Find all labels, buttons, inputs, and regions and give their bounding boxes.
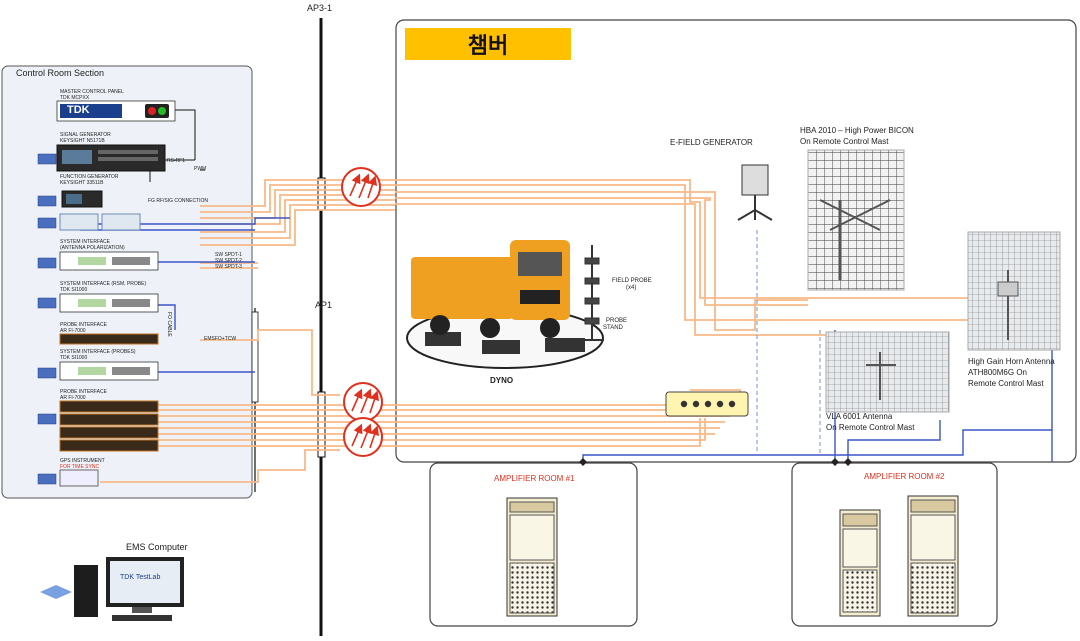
switch-device-2 xyxy=(101,213,141,231)
hba-label-2: On Remote Control Mast xyxy=(800,137,889,146)
emsfo-label: EMSFO+TCW xyxy=(204,336,237,342)
amp-room-1-label: AMPLIFIER ROOM #1 xyxy=(494,474,575,483)
orange-cables-lower xyxy=(100,329,741,483)
pwm-label: PWM xyxy=(194,166,207,172)
probe-interface-2-device xyxy=(59,400,159,452)
signal-gen-label-2: KEYSIGHT N5171B xyxy=(60,138,105,144)
probe-if-1-label-1: PROBE INTERFACE xyxy=(60,322,107,328)
sys-if-rsm-label-1: SYSTEM INTERFACE (RSM, PROBE) xyxy=(60,281,147,287)
horn-antenna xyxy=(997,270,1019,340)
switch-device-1 xyxy=(59,213,99,231)
rf-coupler-icon-2 xyxy=(343,382,383,422)
function-generator-device xyxy=(61,190,103,208)
sw-spdt-2: SW SPDT-2 xyxy=(215,258,242,264)
system-interface-antenna-device xyxy=(59,251,159,271)
sw-spdt-3: SW SPDT-3 xyxy=(215,264,242,270)
ap1-label: AP1 xyxy=(315,300,333,310)
probe-stand-label-2: STAND xyxy=(603,325,623,331)
sys-if-ant-label-2: (ANTENNA POLARIZATION) xyxy=(60,245,125,251)
probe-if-2-label-1: PROBE INTERFACE xyxy=(60,389,107,395)
ap3-label: AP3-1 xyxy=(307,3,333,13)
probe-if-2-label-2: AR FI-7000 xyxy=(60,395,86,401)
sys-if-probes-label-1: SYSTEM INTERFACE (PROBES) xyxy=(60,349,136,355)
panel-bus-connector xyxy=(251,311,259,403)
truck-on-dyno xyxy=(406,240,604,369)
system-interface-rsm-device xyxy=(59,293,159,313)
hba-chamber-photo xyxy=(807,149,905,291)
sys-if-probes-label-2: TDK SI1000 xyxy=(60,355,88,361)
amplifier-rack-1 xyxy=(506,497,558,617)
amp-connectors xyxy=(579,458,852,466)
horn-label-2: ATH800M6G On xyxy=(968,368,1027,377)
tdk-logo: TDK xyxy=(67,104,90,116)
rs-label: RS-RF1 xyxy=(167,158,186,164)
vla-chamber-photo xyxy=(825,331,950,413)
efield-generator-label: E-FIELD GENERATOR xyxy=(670,138,753,147)
gps-label-2: FOR TIME SYNC xyxy=(60,464,100,470)
master-control-panel-device xyxy=(56,100,176,122)
probe-stand xyxy=(580,245,604,341)
vla-label-2: On Remote Control Mast xyxy=(826,423,915,432)
sw-spdt-1: SW SPDT-1 xyxy=(215,252,242,258)
probe-if-1-label-2: AR FI-7000 xyxy=(60,328,86,334)
gps-label-1: GPS INSTRUMENT xyxy=(60,458,105,464)
horn-label-3: Remote Control Mast xyxy=(968,379,1044,388)
signal-generator-device xyxy=(56,144,166,172)
control-room-label: Control Room Section xyxy=(16,68,105,78)
amp-room-2-label: AMPLIFIER ROOM #2 xyxy=(864,472,945,481)
tdk-testlab-label: TDK TestLab xyxy=(120,574,161,581)
left-connectors xyxy=(37,153,57,485)
dashed-lines xyxy=(756,230,821,455)
system-interface-probes-device xyxy=(59,361,159,381)
vla-label-1: VLA 6001 Antenna xyxy=(826,412,893,421)
signal-gen-label-1: SIGNAL GENERATOR xyxy=(60,132,111,138)
ems-computer-device xyxy=(40,557,184,621)
probe-stand-label-1: PROBE xyxy=(606,318,628,324)
amplifier-rack-2b xyxy=(907,495,959,617)
horn-label-1: High Gain Horn Antenna xyxy=(968,357,1055,366)
chamber-title: 챔버 xyxy=(405,28,571,60)
probe-interface-1-device xyxy=(59,333,159,345)
function-gen-label-1: FUNCTION GENERATOR xyxy=(60,174,119,180)
sys-if-rsm-label-2: TDK SI1000 xyxy=(60,287,88,293)
dyno-label: DYNO xyxy=(490,376,514,385)
rf-coupler-icon-3 xyxy=(343,417,383,457)
hba-label-1: HBA 2010 – High Power BICON xyxy=(800,126,914,135)
orange-cables-upper xyxy=(200,179,968,350)
vla-antenna xyxy=(866,352,896,400)
hba-antenna xyxy=(819,199,891,280)
master-panel-label-2: TDK MCPXX xyxy=(60,95,90,101)
gps-device xyxy=(59,469,99,487)
fo-side-label: FO CABLE xyxy=(166,312,172,337)
trunk-connector-2 xyxy=(317,391,326,458)
sys-if-ant-label-1: SYSTEM INTERFACE xyxy=(60,239,111,245)
rf-coupler-icon-1 xyxy=(341,167,381,207)
amplifier-rack-2a xyxy=(839,509,881,617)
function-gen-note: FG RF/SIG CONNECTION xyxy=(148,198,208,204)
field-probe-label-1: FIELD PROBE xyxy=(612,278,652,284)
control-room-panel xyxy=(1,65,253,499)
efield-generator-device xyxy=(737,164,773,221)
field-probe-label-2: (x4) xyxy=(626,285,637,291)
master-panel-label-1: MASTER CONTROL PANEL xyxy=(60,89,124,95)
ems-computer-label: EMS Computer xyxy=(126,542,188,552)
junction-box xyxy=(665,391,749,417)
amplifier-room-2-box xyxy=(791,462,998,627)
function-gen-label-2: KEYSIGHT 33511B xyxy=(60,180,104,186)
